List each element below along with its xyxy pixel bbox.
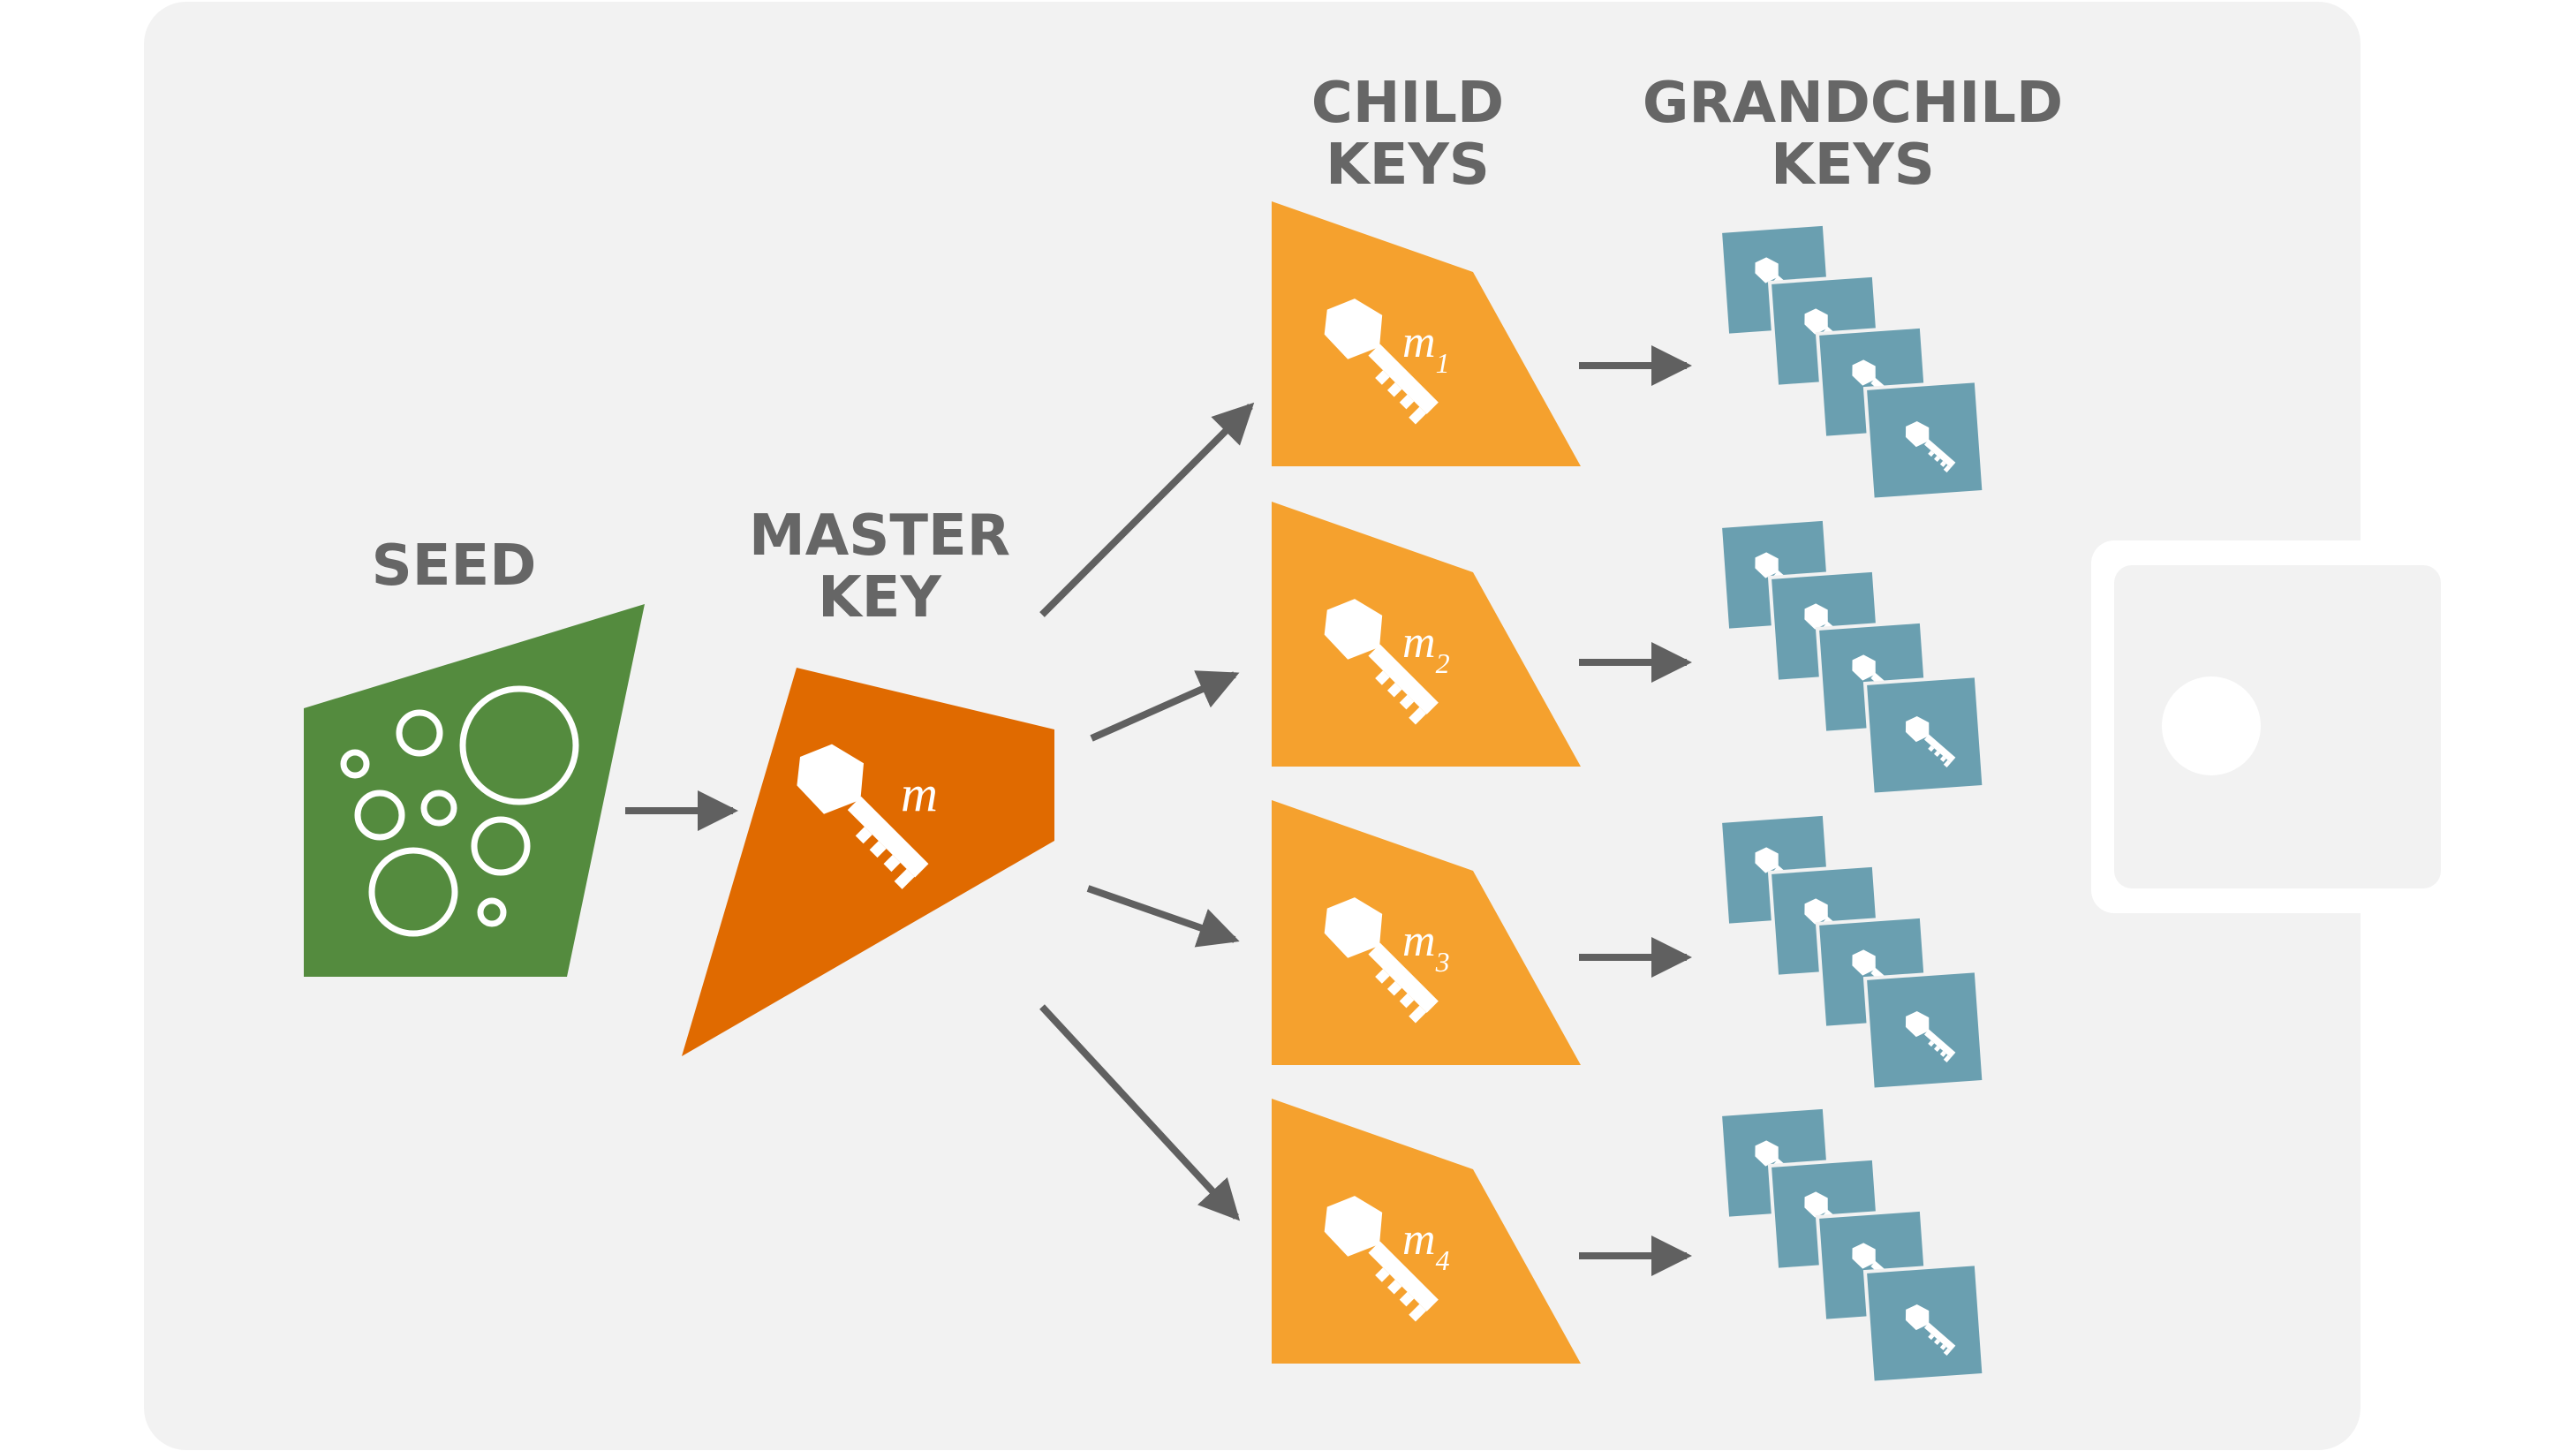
grandchild-keys-label-line1: GRANDCHILD (1643, 71, 2063, 136)
child-key-1-subscript: 1 (1436, 347, 1450, 379)
arrow-master-to-child-1 (1039, 402, 1255, 617)
arrows (625, 345, 1692, 1276)
child-keys-label-line1: CHILD (1311, 71, 1504, 136)
child-key-4-subscript: 4 (1436, 1244, 1450, 1276)
child-key-2: m2 (1272, 502, 1581, 767)
child-key-3: m3 (1272, 800, 1581, 1065)
child-key-1: m1 (1272, 201, 1581, 466)
master-key-shape: m (682, 668, 1054, 1056)
child-key-2-symbol: m (1402, 617, 1436, 668)
child-key-4-symbol: m (1402, 1214, 1436, 1265)
grandchild-keys-label-line2: KEYS (1771, 132, 1935, 198)
seed-label: SEED (372, 533, 537, 599)
grandchild-key-stack-1 (1718, 222, 1986, 502)
child-key-4: m4 (1272, 1099, 1581, 1364)
svg-text:m3: m3 (1402, 916, 1450, 978)
svg-text:m4: m4 (1402, 1214, 1450, 1276)
arrow-master-to-child-4 (1039, 1004, 1241, 1221)
wallet-clasp-icon (2091, 540, 2444, 913)
child-keys-label-line2: KEYS (1326, 132, 1490, 198)
arrow-master-to-child-3 (1086, 885, 1240, 948)
child-key-2-subscript: 2 (1436, 647, 1450, 679)
svg-text:m1: m1 (1402, 317, 1450, 379)
child-key-3-subscript: 3 (1435, 946, 1450, 978)
master-key-label-line1: MASTER (749, 503, 1010, 569)
svg-text:m2: m2 (1402, 617, 1450, 679)
arrow-master-to-child-2 (1090, 670, 1240, 742)
child-key-3-symbol: m (1402, 916, 1436, 966)
master-key-label-line2: KEY (818, 565, 941, 631)
bubbles-icon (340, 685, 579, 937)
master-key-symbol: m (901, 765, 938, 822)
seed-shape (304, 604, 645, 977)
grandchild-key (1862, 379, 1986, 502)
child-key-1-symbol: m (1402, 317, 1436, 367)
